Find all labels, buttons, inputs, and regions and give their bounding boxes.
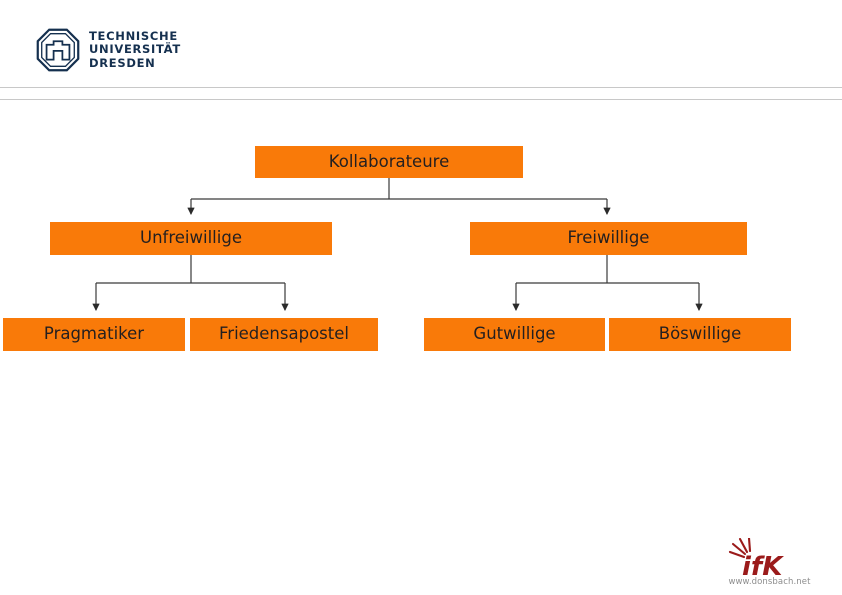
ifk-url-text: www.donsbach.net (728, 577, 811, 587)
slide-header: TECHNISCHE UNIVERSITÄT DRESDEN (0, 0, 842, 100)
node-kollaborateure[interactable]: Kollaborateure (255, 146, 523, 178)
wordmark-line-3: DRESDEN (89, 55, 156, 70)
wordmark-line-1: TECHNISCHE (89, 29, 178, 44)
node-boswillige[interactable]: Böswillige (609, 318, 791, 351)
edge-root-to-level2 (187, 178, 611, 216)
node-freiwillige[interactable]: Freiwillige (470, 222, 747, 255)
ifk-logo-text: ifK (742, 552, 784, 578)
tu-dresden-logo: TECHNISCHE UNIVERSITÄT DRESDEN (36, 28, 181, 72)
node-friedensapostel[interactable]: Friedensapostel (190, 318, 378, 351)
tu-dresden-wordmark: TECHNISCHE UNIVERSITÄT DRESDEN (89, 29, 181, 70)
edge-unfreiwillige-to-leaves (92, 255, 289, 312)
ifk-burst-logo-icon: ifK (728, 538, 784, 578)
node-pragmatiker[interactable]: Pragmatiker (3, 318, 185, 351)
edge-freiwillige-to-leaves (512, 255, 703, 312)
ifk-footer-logo: ifK www.donsbach.net (722, 538, 817, 588)
node-unfreiwillige[interactable]: Unfreiwillige (50, 222, 332, 255)
wordmark-line-2: UNIVERSITÄT (89, 42, 181, 57)
header-divider-top (0, 87, 842, 88)
header-divider-bottom (0, 99, 842, 100)
node-gutwillige[interactable]: Gutwillige (424, 318, 605, 351)
tu-dresden-octagon-logo-icon (36, 28, 80, 72)
